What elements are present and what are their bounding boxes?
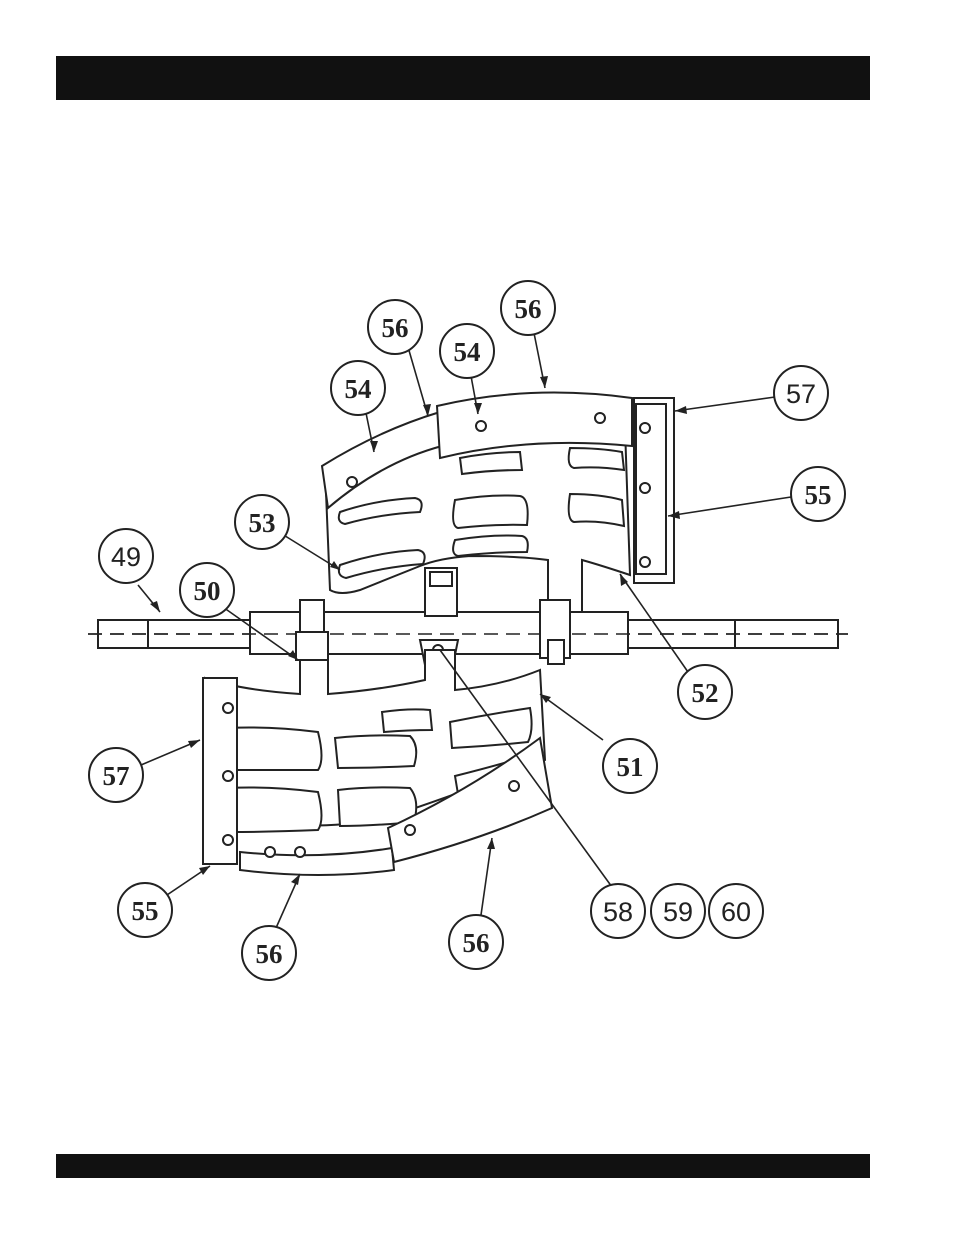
callout-50-label: 50 xyxy=(194,576,221,606)
callout-55-lower-label: 55 xyxy=(132,896,159,926)
callout-50: 50 xyxy=(180,563,234,617)
callout-56-bottom-right: 56 xyxy=(449,915,503,969)
callout-49: 49 xyxy=(99,529,153,583)
callout-56-top-right: 56 xyxy=(501,281,555,335)
callout-56-top-right-label: 56 xyxy=(515,294,542,324)
callout-57-upper-label: 57 xyxy=(786,379,816,409)
callout-59-label: 59 xyxy=(663,897,693,927)
callout-52-label: 52 xyxy=(692,678,719,708)
callout-57-lower: 57 xyxy=(89,748,143,802)
lower-shoe-left xyxy=(240,847,394,875)
callout-56-top-left: 56 xyxy=(368,300,422,354)
callout-54-right-label: 54 xyxy=(454,337,481,367)
callout-59: 59 xyxy=(651,884,705,938)
callout-60: 60 xyxy=(709,884,763,938)
callout-54-right: 54 xyxy=(440,324,494,378)
callout-56-top-left-label: 56 xyxy=(382,313,409,343)
callout-55-lower: 55 xyxy=(118,883,172,937)
shaft xyxy=(88,612,848,654)
callout-54-left-label: 54 xyxy=(345,374,372,404)
callout-53: 53 xyxy=(235,495,289,549)
callout-58-label: 58 xyxy=(603,897,633,927)
callout-56-bottom-left-label: 56 xyxy=(256,939,283,969)
callout-55-upper: 55 xyxy=(791,467,845,521)
callout-58: 58 xyxy=(591,884,645,938)
callout-57-lower-label: 57 xyxy=(103,761,130,791)
upper-mount-plate xyxy=(634,398,674,583)
callout-52: 52 xyxy=(678,665,732,719)
callout-55-upper-label: 55 xyxy=(805,480,832,510)
callout-56-bottom-left: 56 xyxy=(242,926,296,980)
callout-60-label: 60 xyxy=(721,897,751,927)
callout-51-label: 51 xyxy=(617,752,644,782)
callout-56-bottom-right-label: 56 xyxy=(463,928,490,958)
callout-54-left: 54 xyxy=(331,361,385,415)
callout-49-label: 49 xyxy=(111,542,141,572)
callout-53-label: 53 xyxy=(249,508,276,538)
callout-57-upper: 57 xyxy=(774,366,828,420)
callout-51: 51 xyxy=(603,739,657,793)
lower-mount-plate xyxy=(203,678,237,864)
